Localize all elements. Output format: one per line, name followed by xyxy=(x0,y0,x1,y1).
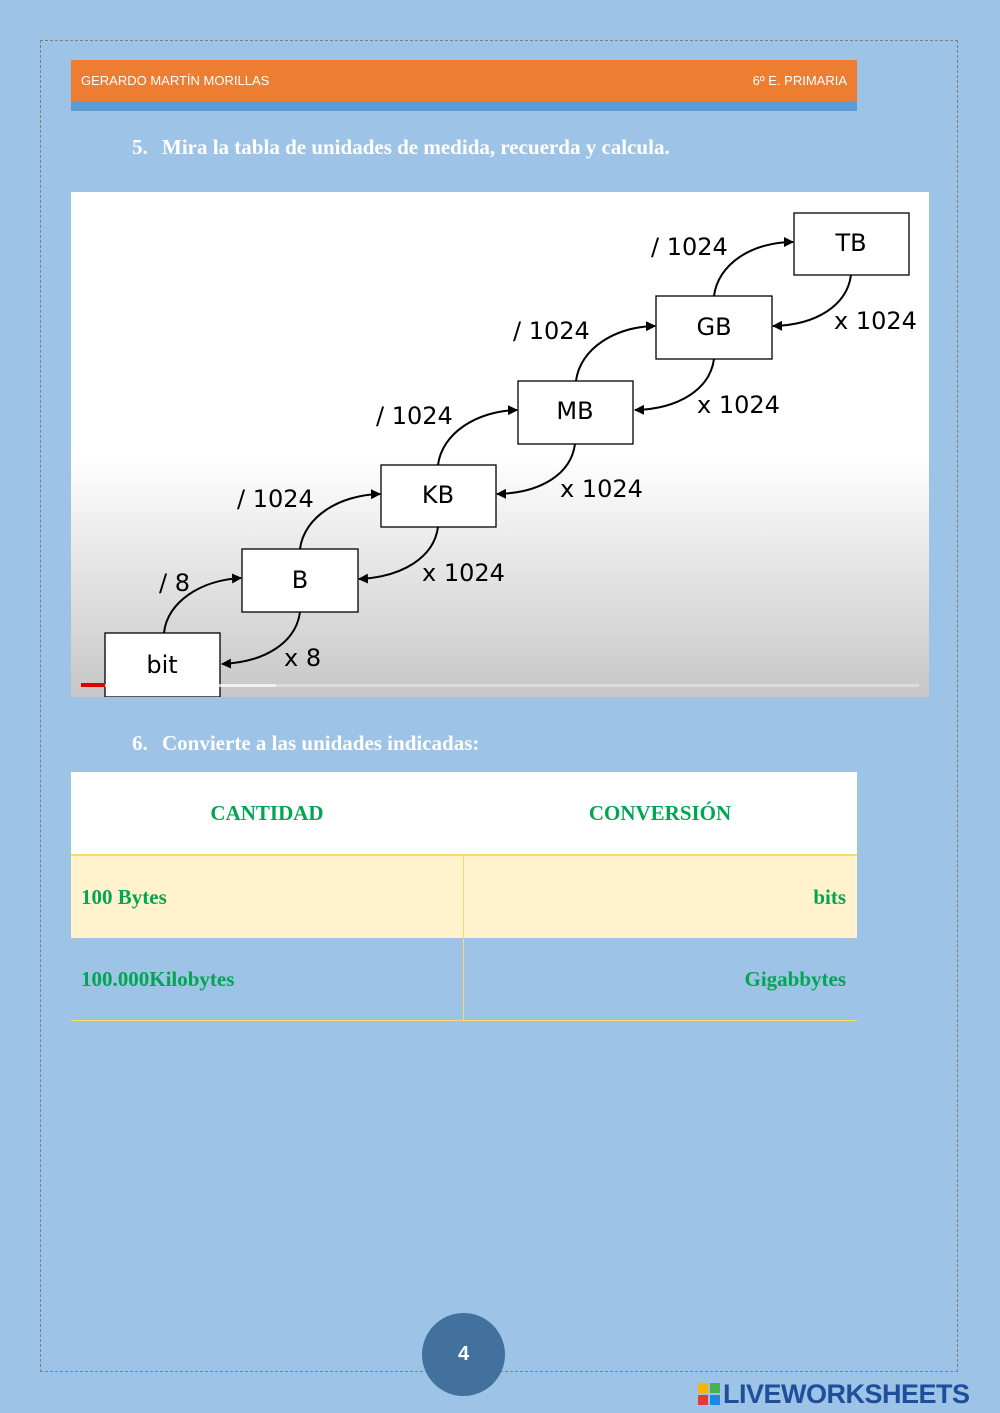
conversion-table: CANTIDAD CONVERSIÓN 100 Bytes bits 100.0… xyxy=(71,772,857,1021)
exercise-5-heading: 5. Mira la tabla de unidades de medida, r… xyxy=(132,135,670,160)
arrow-up-gb-tb xyxy=(713,237,794,297)
unit-box-gb xyxy=(655,295,773,360)
header-underline xyxy=(71,102,857,111)
label-mul-1024-tb: x 1024 xyxy=(834,307,917,335)
cantidad-cell: 100.000Kilobytes xyxy=(81,966,235,991)
unit-label-tb: TB xyxy=(834,229,866,257)
liveworksheets-logo[interactable]: LIVEWORKSHEETS xyxy=(698,1378,970,1410)
header-bar: GERARDO MARTÍN MORILLAS 6º E. PRIMARIA xyxy=(71,60,857,102)
video-progress-played[interactable] xyxy=(81,683,105,687)
exercise-6-instruction: Convierte a las unidades indicadas: xyxy=(162,731,480,755)
label-div-8: / 8 xyxy=(159,569,190,597)
label-div-1024-kb: / 1024 xyxy=(376,402,453,430)
arrow-down-kb-b xyxy=(358,526,439,584)
arrow-down-gb-mb xyxy=(634,358,715,415)
unit-label-mb: MB xyxy=(556,397,593,425)
units-diagram-video[interactable]: bit B KB MB GB TB / 8 / 1024 / 1024 / xyxy=(71,192,929,697)
unit-label-b: B xyxy=(292,566,308,594)
unit-label-kb: KB xyxy=(422,481,454,509)
unit-label-bit: bit xyxy=(146,651,177,679)
liveworksheets-icon xyxy=(698,1383,720,1405)
conversion-answer-cell[interactable]: bits xyxy=(463,856,857,938)
label-mul-1024-gb: x 1024 xyxy=(697,391,780,419)
unit-box-b xyxy=(241,548,359,613)
arrow-down-tb-gb xyxy=(772,274,852,331)
liveworksheets-wordmark: LIVEWORKSHEETS xyxy=(723,1378,970,1409)
label-div-1024-gb: / 1024 xyxy=(651,233,728,261)
label-div-1024-b: / 1024 xyxy=(237,485,314,513)
header-cantidad: CANTIDAD xyxy=(210,800,324,825)
header-author: GERARDO MARTÍN MORILLAS xyxy=(81,73,270,88)
unit-box-mb xyxy=(517,380,634,445)
unit-label-gb: GB xyxy=(696,313,731,341)
table-row: 100.000Kilobytes Gigabbytes xyxy=(71,938,857,1021)
conversion-answer-cell[interactable]: Gigabbytes xyxy=(463,938,857,1020)
label-mul-8: x 8 xyxy=(284,644,321,672)
header-course: 6º E. PRIMARIA xyxy=(752,73,847,88)
video-progress-track[interactable] xyxy=(81,684,919,687)
label-mul-1024-mb: x 1024 xyxy=(560,475,643,503)
exercise-6-heading: 6. Convierte a las unidades indicadas: xyxy=(132,731,479,756)
page-number-badge: 4 xyxy=(422,1313,505,1396)
arrow-up-bit-b xyxy=(163,573,242,634)
unit-box-tb xyxy=(793,212,910,276)
table-row: 100 Bytes bits xyxy=(71,856,857,938)
table-header-row: CANTIDAD CONVERSIÓN xyxy=(71,772,857,856)
video-buffer-bar xyxy=(81,684,276,687)
exercise-6-number: 6. xyxy=(132,731,148,755)
arrow-up-kb-mb xyxy=(437,405,518,466)
cantidad-cell: 100 Bytes xyxy=(81,884,167,909)
units-diagram: bit B KB MB GB TB / 8 / 1024 / 1024 / xyxy=(104,212,917,697)
arrow-up-b-kb xyxy=(299,489,381,550)
exercise-5-number: 5. xyxy=(132,135,148,159)
label-div-1024-mb: / 1024 xyxy=(513,317,590,345)
exercise-5-instruction: Mira la tabla de unidades de medida, rec… xyxy=(162,135,670,159)
arrow-up-mb-gb xyxy=(575,321,656,382)
label-mul-1024-kb: x 1024 xyxy=(422,559,505,587)
header-conversion: CONVERSIÓN xyxy=(588,800,732,825)
arrow-down-mb-kb xyxy=(496,443,576,499)
arrow-down-b-bit xyxy=(221,611,301,669)
